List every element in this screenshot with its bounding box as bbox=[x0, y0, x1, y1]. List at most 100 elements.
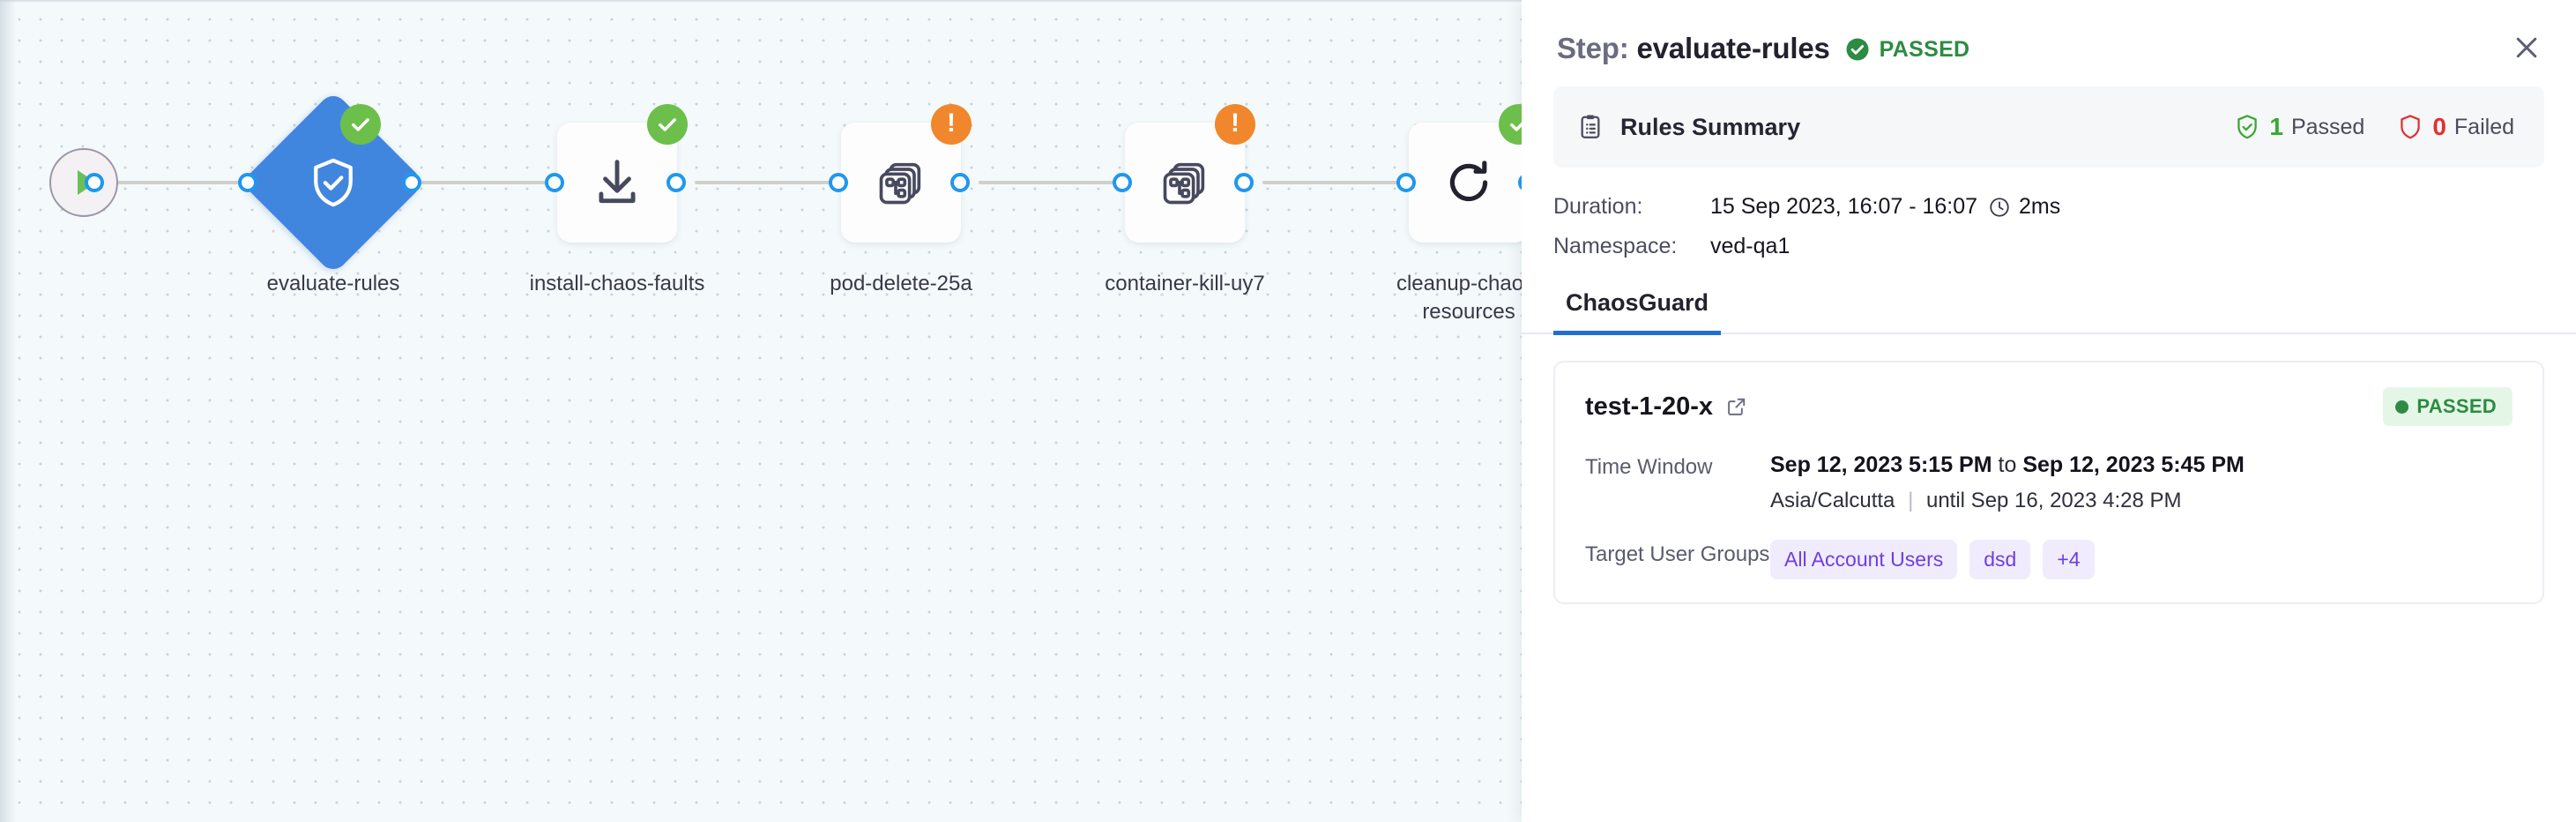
shield-alert-icon bbox=[2401, 115, 2421, 139]
chaos-fault-icon bbox=[1163, 162, 1205, 205]
node-label-cleanup-chaos-resources: cleanup-chaos-resources bbox=[1396, 272, 1522, 324]
rules-passed-label: Passed bbox=[2290, 114, 2365, 139]
edge-evaluate-to-install bbox=[411, 181, 555, 184]
panel-title-prefix: Step: bbox=[1557, 32, 1629, 64]
edge-start-to-evaluate bbox=[93, 181, 257, 184]
edge-install-to-pod-delete bbox=[695, 181, 839, 184]
canvas-top-shadow bbox=[0, 0, 1522, 3]
rules-failed-label: Failed bbox=[2453, 114, 2514, 139]
time-window-label: Time Window bbox=[1585, 455, 1713, 479]
node-install-chaos-faults[interactable] bbox=[557, 123, 677, 243]
chaos-fault-icon bbox=[879, 162, 921, 205]
canvas-left-shadow bbox=[0, 0, 16, 822]
port-cleanup-chaos-resources-in[interactable] bbox=[1396, 173, 1416, 192]
rules-summary-card: Rules Summary 1 Passed 0 Failed bbox=[1553, 86, 2544, 168]
clock-icon bbox=[1990, 197, 2009, 217]
test-status-badge: PASSED bbox=[2383, 387, 2513, 426]
namespace-row: Namespace: ved-qa1 bbox=[1553, 234, 2544, 259]
panel-tabs[interactable]: ChaosGuard bbox=[1522, 284, 2576, 335]
page-title: Step: evaluate-rules bbox=[1557, 32, 1830, 65]
panel-header: Step: evaluate-rules PASSED bbox=[1522, 0, 2576, 65]
close-icon bbox=[2516, 37, 2537, 58]
status-badge-warning: ! bbox=[1215, 104, 1255, 145]
duration-value-group: 15 Sep 2023, 16:07 - 16:07 2ms bbox=[1710, 194, 2060, 220]
duration-range: 15 Sep 2023, 16:07 - 16:07 bbox=[1710, 194, 1978, 219]
port-evaluate-rules-out[interactable] bbox=[402, 173, 421, 192]
node-container-kill-uy7[interactable] bbox=[1125, 123, 1245, 243]
node-label-pod-delete-25a: pod-delete-25a bbox=[830, 272, 972, 295]
pipeline-canvas[interactable]: evaluate-rules install-chaos-faults bbox=[0, 0, 1522, 822]
target-group-pill[interactable]: All Account Users bbox=[1770, 540, 1958, 579]
test-name: test-1-20-x bbox=[1585, 392, 1714, 421]
namespace-label: Namespace: bbox=[1553, 234, 1678, 258]
status-dot-icon bbox=[2395, 400, 2409, 414]
rules-passed-count: 1 bbox=[2269, 113, 2283, 140]
text-divider: | bbox=[1908, 489, 1914, 512]
refresh-icon bbox=[1449, 161, 1488, 202]
test-card-header: test-1-20-x PASSED bbox=[1585, 387, 2513, 426]
rules-failed-stat: 0 Failed bbox=[2396, 113, 2514, 141]
port-install-chaos-faults-in[interactable] bbox=[545, 173, 564, 192]
duration-elapsed-group: 2ms bbox=[1988, 194, 2060, 220]
duration-label: Duration: bbox=[1553, 194, 1643, 219]
rules-summary-title-group: Rules Summary bbox=[1576, 113, 2201, 141]
port-install-chaos-faults-out[interactable] bbox=[666, 173, 686, 192]
node-label-install-chaos-faults: install-chaos-faults bbox=[529, 272, 705, 295]
check-icon bbox=[352, 118, 369, 131]
edge-pod-delete-to-container-kill bbox=[979, 181, 1123, 184]
duration-elapsed: 2ms bbox=[2019, 194, 2061, 219]
check-circle-icon bbox=[1846, 38, 1869, 61]
status-badge-success bbox=[647, 104, 688, 145]
target-group-pill-list: All Account Users dsd +4 bbox=[1770, 540, 2513, 579]
port-evaluate-rules-in[interactable] bbox=[238, 173, 257, 192]
time-window-start: Sep 12, 2023 5:15 PM bbox=[1770, 452, 1992, 477]
time-window-sub: Asia/Calcutta | until Sep 16, 2023 4:28 … bbox=[1770, 489, 2513, 513]
external-link-icon[interactable] bbox=[1725, 395, 1748, 418]
port-container-kill-uy7-out[interactable] bbox=[1234, 173, 1254, 192]
edge-container-kill-to-cleanup bbox=[1262, 181, 1407, 184]
time-window-end: Sep 12, 2023 5:45 PM bbox=[2022, 452, 2245, 477]
port-pod-delete-25a-out[interactable] bbox=[950, 173, 970, 192]
rules-failed-count: 0 bbox=[2432, 113, 2446, 140]
valid-until-label: until Sep 16, 2023 4:28 PM bbox=[1925, 489, 2182, 512]
status-badge-label: PASSED bbox=[1879, 36, 1970, 62]
time-window-row: Time Window Sep 12, 2023 5:15 PM to Sep … bbox=[1585, 452, 2513, 513]
port-pod-delete-25a-in[interactable] bbox=[829, 173, 848, 192]
timezone-label: Asia/Calcutta bbox=[1770, 489, 1895, 512]
namespace-value: ved-qa1 bbox=[1710, 234, 1791, 258]
step-detail-panel: Step: evaluate-rules PASSED bbox=[1522, 0, 2576, 822]
node-cleanup-chaos-resources[interactable] bbox=[1409, 123, 1522, 243]
node-pod-delete-25a[interactable] bbox=[841, 123, 961, 243]
check-icon bbox=[659, 118, 676, 131]
port-start-out[interactable] bbox=[85, 173, 104, 192]
clipboard-icon bbox=[1581, 115, 1600, 138]
target-user-groups-row: Target User Groups All Account Users dsd… bbox=[1585, 540, 2513, 579]
status-badge: PASSED bbox=[1844, 36, 1970, 63]
status-badge-warning: ! bbox=[931, 104, 972, 145]
target-user-groups-label: Target User Groups bbox=[1585, 542, 1770, 566]
download-icon bbox=[599, 160, 636, 204]
start-node[interactable] bbox=[49, 148, 118, 217]
target-group-overflow-pill[interactable]: +4 bbox=[2043, 540, 2095, 579]
exclamation-icon: ! bbox=[1231, 108, 1240, 138]
tab-chaosguard[interactable]: ChaosGuard bbox=[1553, 284, 1722, 335]
time-window-joiner: to bbox=[1998, 452, 2017, 477]
node-label-evaluate-rules: evaluate-rules bbox=[266, 272, 400, 295]
chaosguard-test-card: test-1-20-x PASSED Time Window Sep 12, 2 bbox=[1553, 361, 2544, 604]
panel-title-step-name: evaluate-rules bbox=[1636, 32, 1830, 64]
rules-summary-title: Rules Summary bbox=[1620, 113, 1801, 140]
shield-check-icon bbox=[2237, 115, 2258, 139]
target-group-pill[interactable]: dsd bbox=[1969, 540, 2031, 579]
node-label-container-kill-uy7: container-kill-uy7 bbox=[1105, 272, 1265, 295]
time-window-value: Sep 12, 2023 5:15 PM to Sep 12, 2023 5:4… bbox=[1770, 452, 2513, 513]
close-button[interactable] bbox=[2505, 26, 2548, 69]
time-window-range: Sep 12, 2023 5:15 PM to Sep 12, 2023 5:4… bbox=[1770, 452, 2513, 478]
test-status-label: PASSED bbox=[2416, 395, 2497, 417]
status-badge-success bbox=[340, 104, 381, 145]
node-evaluate-rules[interactable] bbox=[241, 90, 426, 275]
port-container-kill-uy7-in[interactable] bbox=[1113, 173, 1132, 192]
check-icon bbox=[1510, 122, 1522, 131]
exclamation-icon: ! bbox=[947, 108, 956, 138]
step-meta: Duration: 15 Sep 2023, 16:07 - 16:07 2ms… bbox=[1553, 194, 2544, 259]
